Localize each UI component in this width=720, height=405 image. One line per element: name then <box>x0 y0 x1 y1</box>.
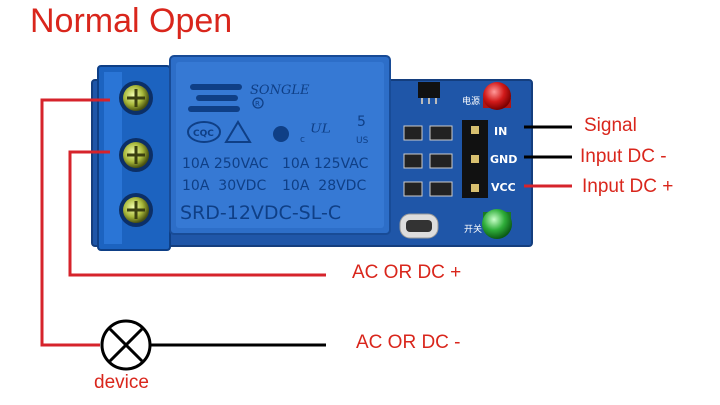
rating-dc-left: 10A 30VDC <box>182 178 266 194</box>
terminal-screw-2 <box>119 138 153 172</box>
rating-dc-right: 10A 28VDC <box>282 178 366 194</box>
pin-label-in: IN <box>494 125 507 138</box>
relay-dot-icon <box>273 126 289 142</box>
ul-mark-icon: ᵁᴸ <box>310 121 331 146</box>
cqc-mark-icon <box>187 121 221 143</box>
com-to-device-wire <box>40 98 110 347</box>
device-lamp-icon <box>100 319 152 371</box>
pin-label-gnd: GND <box>490 153 517 166</box>
c-mark: c <box>300 135 305 145</box>
header-pins <box>462 120 488 198</box>
warning-triangle-icon <box>224 120 252 143</box>
terminal-screw-3 <box>119 193 153 227</box>
registered-mark: R <box>255 100 260 108</box>
screw-terminal-block <box>97 65 171 251</box>
pin-label-vcc: VCC <box>491 181 516 194</box>
page-title: Normal Open <box>30 2 233 40</box>
switch-label: 开关 <box>464 223 482 235</box>
label-device: device <box>94 372 149 393</box>
transistor-icon <box>418 82 440 104</box>
relay-model: SRD-12VDC-SL-C <box>180 202 341 224</box>
power-led-red <box>483 82 511 110</box>
relay-body: SONGLE R CQC c ᵁᴸ US 5 10A 250VAC 10A 12… <box>169 55 391 235</box>
smd-components <box>399 125 453 239</box>
rating-ac-left: 10A 250VAC <box>182 156 269 172</box>
label-ac-dc-plus: AC OR DC + <box>352 262 462 283</box>
label-ac-dc-minus: AC OR DC - <box>356 332 461 353</box>
us-mark: US <box>356 136 369 146</box>
label-signal: Signal <box>584 115 637 136</box>
label-input-dc-minus: Input DC - <box>580 146 667 167</box>
label-input-dc-plus: Input DC + <box>582 176 674 197</box>
power-label: 电源 <box>462 95 480 107</box>
cqc-mark-text: CQC <box>193 129 214 139</box>
status-led-green <box>482 209 512 239</box>
terminal-screw-1 <box>119 81 153 115</box>
songle-logo-icon <box>188 84 242 112</box>
no-to-ac-plus-wire <box>68 150 326 277</box>
relay-mark-5: 5 <box>357 114 366 130</box>
rating-ac-right: 10A 125VAC <box>282 156 369 172</box>
relay-brand: SONGLE <box>250 83 310 98</box>
